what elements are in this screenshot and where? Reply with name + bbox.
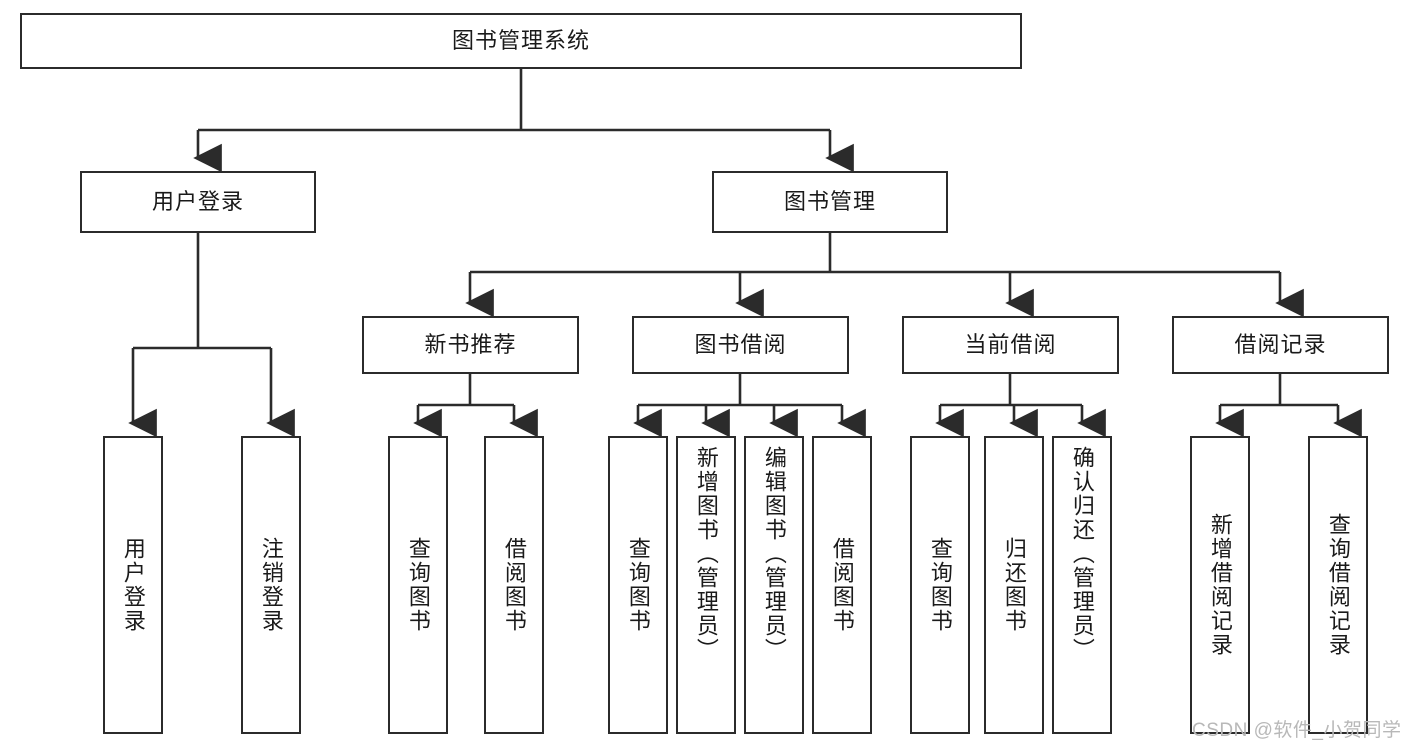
leaf-borrow-book-borrowing[interactable]: 借阅图书 [812, 436, 872, 734]
node-label: 借阅图书 [501, 537, 527, 633]
node-new-book-recommendation[interactable]: 新书推荐 [362, 316, 579, 374]
csdn-watermark: CSDN @软件_小贺同学 [1192, 715, 1401, 742]
leaf-borrow-book-recommendation[interactable]: 借阅图书 [484, 436, 544, 734]
node-label: 查询图书 [625, 537, 651, 633]
node-label: 用户登录 [120, 537, 146, 633]
node-label: 确认归还（管理员） [1069, 446, 1095, 662]
node-label: 新增图书（管理员） [693, 446, 719, 662]
node-label: 编辑图书（管理员） [761, 446, 787, 662]
leaf-add-book-admin[interactable]: 新增图书（管理员） [676, 436, 736, 734]
leaf-edit-book-admin[interactable]: 编辑图书（管理员） [744, 436, 804, 734]
node-label: 图书管理系统 [451, 27, 590, 53]
leaf-query-book-recommendation[interactable]: 查询图书 [388, 436, 448, 734]
node-label: 借阅记录 [1234, 331, 1327, 357]
node-label: 注销登录 [258, 537, 284, 633]
node-label: 查询借阅记录 [1325, 513, 1351, 657]
node-label: 当前借阅 [964, 331, 1057, 357]
node-current-borrowing[interactable]: 当前借阅 [902, 316, 1119, 374]
node-book-management-system[interactable]: 图书管理系统 [20, 13, 1022, 69]
leaf-return-book[interactable]: 归还图书 [984, 436, 1044, 734]
node-user-login[interactable]: 用户登录 [80, 171, 316, 233]
node-label: 查询图书 [405, 537, 431, 633]
node-borrowing-record[interactable]: 借阅记录 [1172, 316, 1389, 374]
leaf-user-login[interactable]: 用户登录 [103, 436, 163, 734]
leaf-query-borrowing-record[interactable]: 查询借阅记录 [1308, 436, 1368, 734]
node-label: 新书推荐 [424, 331, 517, 357]
node-label: 图书管理 [783, 188, 876, 214]
leaf-logout[interactable]: 注销登录 [241, 436, 301, 734]
node-book-borrowing[interactable]: 图书借阅 [632, 316, 849, 374]
watermark-text: CSDN @软件_小贺同学 [1192, 720, 1402, 741]
node-book-management[interactable]: 图书管理 [712, 171, 948, 233]
node-label: 归还图书 [1001, 537, 1027, 633]
leaf-add-borrowing-record[interactable]: 新增借阅记录 [1190, 436, 1250, 734]
node-label: 借阅图书 [829, 537, 855, 633]
leaf-confirm-return-admin[interactable]: 确认归还（管理员） [1052, 436, 1112, 734]
leaf-query-book-borrowing[interactable]: 查询图书 [608, 436, 668, 734]
node-label: 新增借阅记录 [1207, 513, 1233, 657]
node-label: 图书借阅 [694, 331, 787, 357]
node-label: 查询图书 [927, 537, 953, 633]
node-label: 用户登录 [151, 188, 244, 214]
leaf-query-book-current[interactable]: 查询图书 [910, 436, 970, 734]
